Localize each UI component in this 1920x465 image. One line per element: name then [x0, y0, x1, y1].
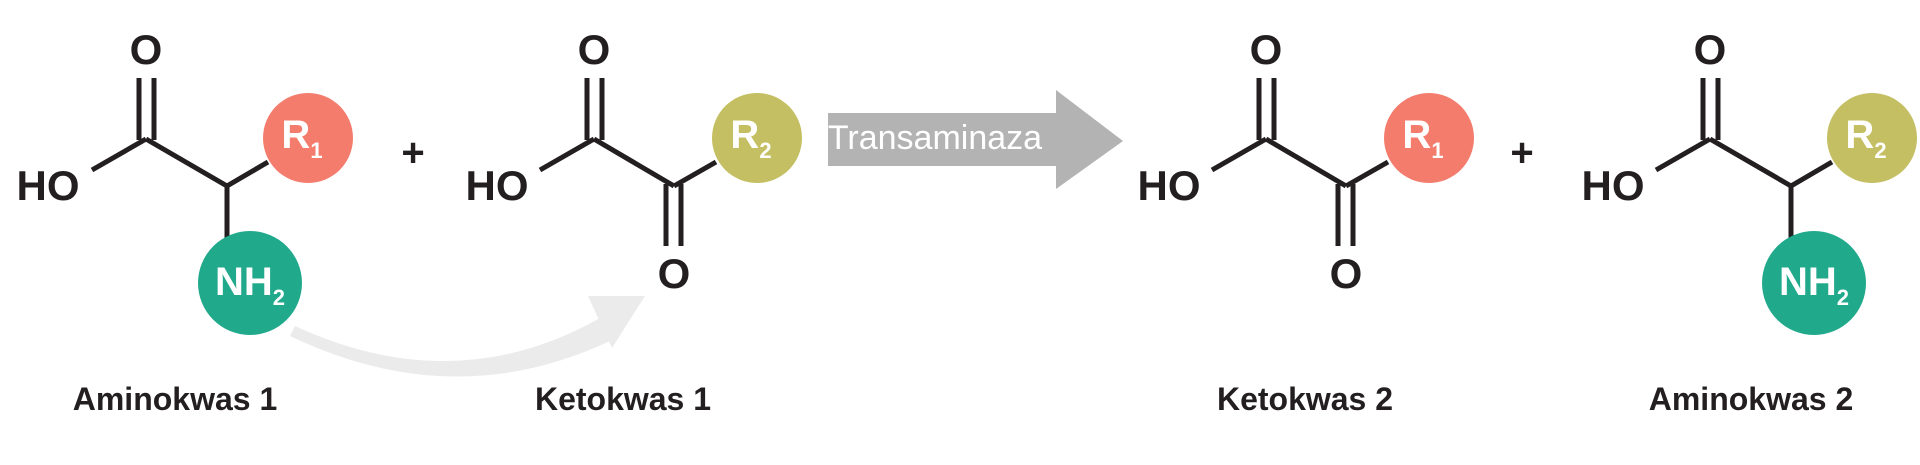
r2-circle [712, 93, 802, 183]
amino-group: NH2 [1762, 231, 1866, 335]
bond-c-calpha [144, 136, 229, 189]
molecule-aminokwas-2: O HO R2 NH2 [1582, 26, 1917, 335]
r2-group: R2 [1827, 93, 1917, 183]
bond-c-c [1264, 136, 1348, 189]
amino-group: NH2 [198, 231, 302, 335]
hydroxyl-group: HO [17, 162, 80, 209]
oxygen-atom-top: O [578, 26, 611, 73]
bond-calpha-r [1789, 159, 1834, 189]
oxygen-atom-bottom: O [658, 250, 691, 297]
r2-label: R2 [1845, 113, 1886, 163]
molecule-ketokwas-1: O O HO R2 [466, 26, 802, 297]
reaction-arrow: Transaminaza [828, 90, 1123, 189]
oxygen-atom: O [130, 26, 163, 73]
bond-c-c [592, 136, 676, 189]
bond-c-oh [90, 136, 148, 173]
r1-circle [263, 93, 353, 183]
enzyme-label: Transaminaza [828, 119, 1042, 157]
molecule-name-aminokwas-2: Aminokwas 2 [1649, 381, 1854, 417]
amino-label: NH2 [1779, 260, 1849, 310]
molecule-aminokwas-1: O HO R1 NH2 [17, 26, 353, 335]
oxygen-atom-bottom: O [1330, 250, 1363, 297]
oxygen-atom: O [1694, 26, 1727, 73]
transfer-arrow-head [588, 296, 645, 348]
molecule-name-ketokwas-2: Ketokwas 2 [1217, 381, 1393, 417]
r2-label: R2 [730, 113, 771, 163]
r1-label: R1 [281, 113, 322, 163]
r1-circle [1384, 93, 1474, 183]
hydroxyl-group: HO [1582, 162, 1645, 209]
r1-group: R1 [1384, 93, 1474, 183]
r1-label: R1 [1402, 113, 1443, 163]
r1-group: R1 [263, 93, 353, 183]
bond-c-oh [538, 136, 596, 173]
plus-sign-right: + [1510, 131, 1533, 175]
bond-c-calpha [1708, 136, 1793, 189]
bond-c-r [1344, 159, 1390, 189]
r2-circle [1827, 93, 1917, 183]
molecule-name-ketokwas-1: Ketokwas 1 [535, 381, 711, 417]
reaction-arrow-shape [828, 90, 1123, 189]
amino-label: NH2 [215, 260, 285, 310]
amino-circle [198, 231, 302, 335]
transfer-arrow-shaft [290, 318, 612, 377]
hydroxyl-group: HO [466, 162, 529, 209]
bond-c-oh [1210, 136, 1268, 173]
amino-circle [1762, 231, 1866, 335]
r2-group: R2 [712, 93, 802, 183]
bond-c-oh [1654, 136, 1712, 173]
oxygen-atom-top: O [1250, 26, 1283, 73]
plus-sign-left: + [401, 131, 424, 175]
amino-transfer-arrow [290, 296, 645, 377]
molecule-ketokwas-2: O O HO R1 [1138, 26, 1474, 297]
molecule-name-aminokwas-1: Aminokwas 1 [73, 381, 278, 417]
bond-calpha-r [225, 159, 270, 189]
hydroxyl-group: HO [1138, 162, 1201, 209]
bond-c-r [672, 159, 718, 189]
